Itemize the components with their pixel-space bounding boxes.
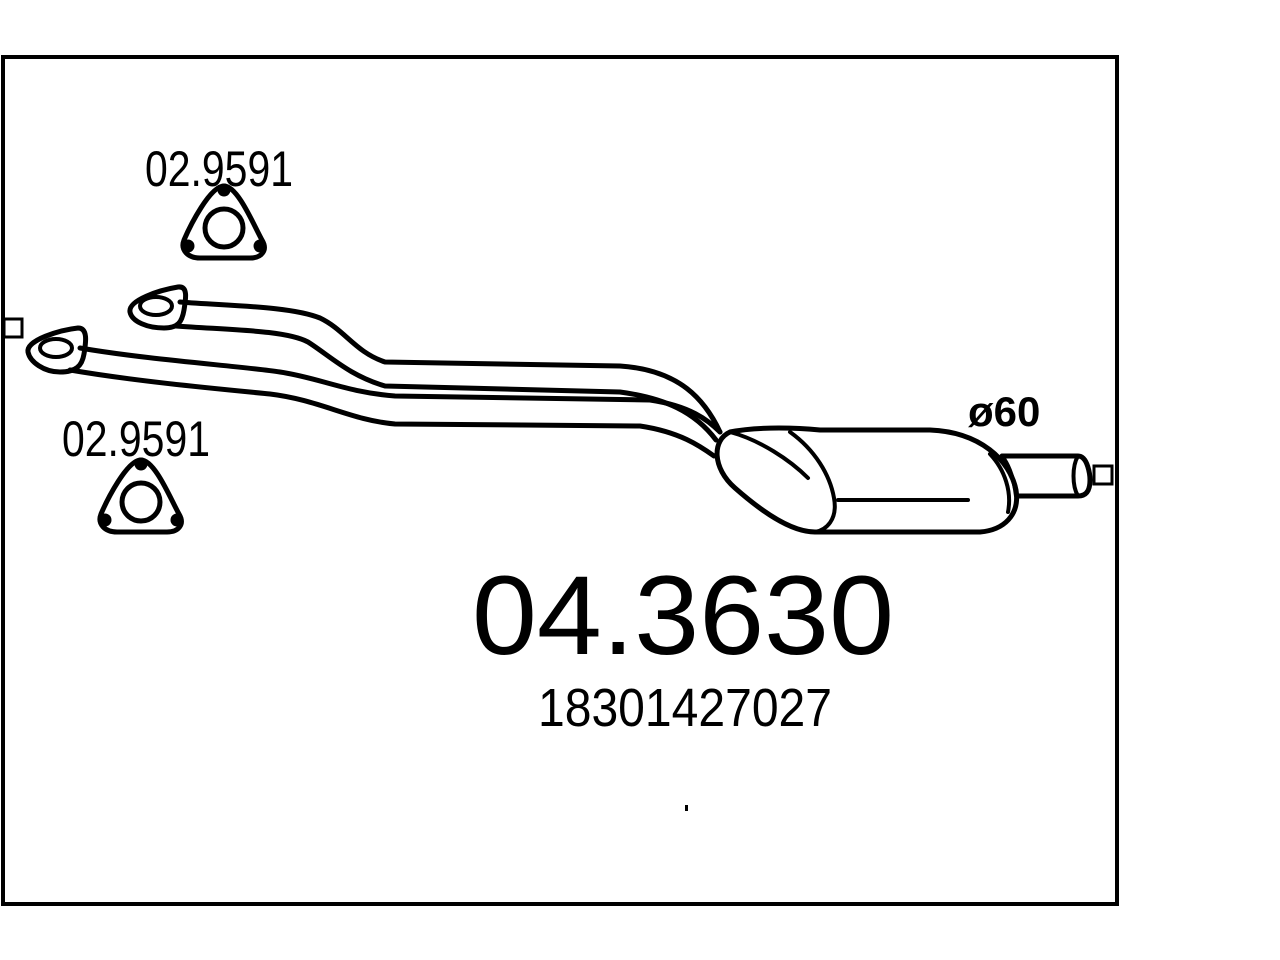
stray-mark bbox=[685, 805, 688, 811]
drawing-frame bbox=[1, 55, 1119, 906]
part-number: 04.3630 bbox=[472, 553, 894, 678]
muffler-body bbox=[714, 425, 1020, 535]
lower-pipe-flange bbox=[25, 325, 89, 375]
upper-pipe bbox=[177, 299, 723, 435]
gasket-label-bottom: 02.9591 bbox=[62, 411, 210, 467]
oem-reference-number: 18301427027 bbox=[538, 678, 832, 738]
inlet-connection-marker bbox=[2, 317, 24, 339]
upper-pipe-flange bbox=[127, 284, 189, 331]
outlet-connection-marker bbox=[1092, 464, 1114, 486]
gasket-icon-top bbox=[180, 183, 267, 261]
lower-pipe bbox=[77, 345, 723, 435]
gasket-icon-bottom bbox=[97, 457, 184, 535]
exhaust-assembly bbox=[25, 284, 1093, 535]
outlet-diameter-label: ø60 bbox=[968, 388, 1040, 435]
outlet-pipe bbox=[999, 453, 1093, 499]
